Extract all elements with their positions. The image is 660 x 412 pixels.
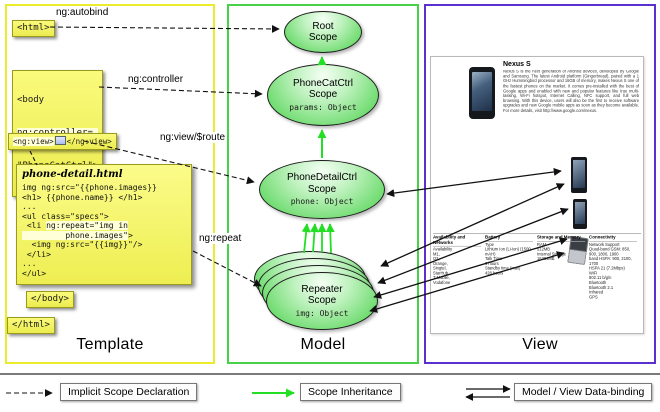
code-highlight: ng:repeat="img in phone.images" [22,221,128,240]
ng-view-open: <ng:view> [13,137,54,146]
root-scope-ellipse: Root Scope [284,11,362,53]
phone-image [469,67,495,119]
specs-table: Availability and Networks Availability M… [433,233,642,300]
repeater-scope-ellipse: Repeater Scope img: Object [266,272,378,330]
body-close-tag: </body> [26,291,74,308]
arrow-label-ng-view-route: ng:view/$route [158,132,228,143]
legend-box-implicit: Implicit Scope Declaration [60,383,198,401]
spec-body-battery: Type Lithium Ion (Li-Ion) (1500 mAH) Tal… [485,242,531,276]
spec-col-storage: Storage and Memory RAM 512MB Internal St… [537,235,589,300]
phone-image-screen [472,72,492,111]
phone-detail-note: phone-detail.html img ng:src="{{phone.im… [16,164,192,285]
ng-view-tag: <ng:view> </ng:view> [8,133,117,150]
arrow-label-ng-controller: ng:controller [128,74,184,85]
view-panel-label: View [522,336,558,353]
repeater-scope-name: Repeater Scope [301,283,343,307]
root-scope-name: Root Scope [308,20,338,44]
page-title: Nexus S [503,61,531,68]
phone-thumbnail-1-screen [573,160,585,188]
spec-body-connectivity: Network Support Quad-band GSM: 850, 900,… [589,242,632,300]
ng-view-placeholder-icon [54,136,66,145]
phonedetail-scope-binding: phone: Object [290,197,354,206]
spec-header-availability: Availability and Networks [433,235,481,247]
legend-separator [0,373,660,375]
spec-header-connectivity: Connectivity [589,235,637,242]
spec-col-battery: Battery Type Lithium Ion (Li-Ion) (1500 … [485,235,537,300]
legend-box-inheritance: Scope Inheritance [300,383,401,401]
phonecat-scope-name: PhoneCatCtrl Scope [292,77,354,101]
spec-body-availability: Availability M1, O2, Orange, Singtel, St… [433,247,453,286]
phonecat-scope-binding: params: Object [289,102,357,112]
page-description: Nexus S is the next generation of Androi… [503,70,639,114]
model-panel-label: Model [300,336,346,353]
repeater-scope-binding: img: Object [295,308,349,318]
html-close-tag: </html> [7,317,55,334]
spec-col-availability: Availability and Networks Availability M… [433,235,485,300]
phone-thumbnail-2-screen [575,202,585,224]
spec-body-storage: RAM 512MB Internal Storage 16384MB [537,242,567,262]
body-open-line1: <body [17,95,45,105]
phone-thumbnail-1 [571,157,587,193]
phonedetail-scope-name: PhoneDetailCtrl Scope [286,172,358,195]
phone-detail-note-code: img ng:src="{{phone.images}} <h1> {{phon… [22,183,186,278]
spec-header-battery: Battery [485,235,533,242]
spec-col-connectivity: Connectivity Network Support Quad-band G… [589,235,641,300]
phone-thumbnail-2 [573,199,587,229]
template-panel-label: Template [76,336,144,353]
phonecat-scope-ellipse: PhoneCatCtrl Scope params: Object [267,64,379,126]
view-page: Nexus S Nexus S is the next generation o… [430,56,644,334]
html-open-tag: <html> [12,20,55,37]
phonedetail-scope-ellipse: PhoneDetailCtrl Scope phone: Object [259,160,385,219]
code-after: > <img ng:src="{{img}}"/> </li> ... </ul… [22,230,143,278]
legend-box-databinding: Model / View Data-binding [514,383,653,401]
phone-detail-note-title: phone-detail.html [22,169,123,180]
arrow-label-ng-repeat: ng:repeat [197,233,244,244]
spec-header-storage: Storage and Memory [537,235,585,242]
ng-view-close: </ng:view> [66,137,112,146]
code-before: img ng:src="{{phone.images}} <h1> {{phon… [22,183,157,230]
arrow-label-ng-autobind: ng:autobind [56,7,109,18]
template-panel [5,4,215,364]
